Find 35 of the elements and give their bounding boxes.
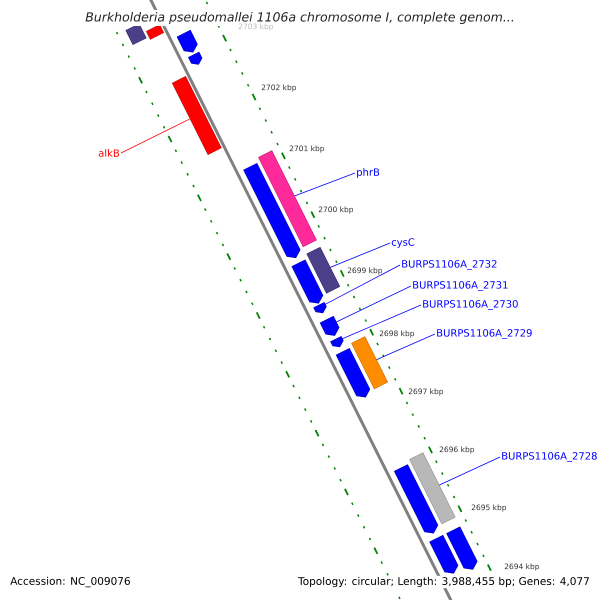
gene-bar: [313, 302, 327, 314]
leader-line: [336, 286, 412, 322]
gene-label: alkB: [98, 149, 120, 157]
leader-line: [330, 242, 390, 268]
leader-line: [439, 456, 500, 486]
info-text: Accession: NC_009076: [9, 576, 132, 588]
gene-label: BURPS1106A_2731: [413, 281, 508, 291]
gene-label: BURPS1106A_2729: [437, 329, 532, 339]
gene-bar: [146, 24, 164, 40]
gene-bar: [176, 30, 198, 52]
gene-bar: [292, 260, 324, 304]
gene-bar: [336, 348, 370, 398]
gene-label: BURPS1106A_2732: [402, 260, 496, 270]
gene-bar: [172, 76, 222, 155]
gene-bar: [446, 526, 478, 570]
gene-label: phrB: [357, 168, 380, 178]
gene-label: BURPS1106A_2728: [502, 452, 597, 462]
gene-bar: [330, 336, 344, 348]
info-text: Topology: circular; Length: 3,988,455 bp; Genes: 4,077: [297, 576, 591, 588]
gene-bar: [409, 452, 456, 524]
gene-bar: [125, 23, 147, 45]
gene-bar: [351, 336, 388, 390]
gene-bar: [394, 464, 438, 534]
gene-bar: [306, 246, 340, 294]
gene-bar: [243, 163, 300, 258]
leader-line: [342, 304, 422, 340]
gene-label: cysC: [392, 238, 414, 248]
gene-bar: [320, 316, 340, 336]
leader-line: [376, 334, 436, 360]
gene-bar: [188, 52, 202, 65]
leader-line: [120, 118, 190, 154]
gene-label: BURPS1106A_2730: [423, 300, 518, 310]
leader-line: [325, 264, 400, 305]
leader-line: [294, 172, 356, 196]
gene-bar: [429, 534, 458, 574]
